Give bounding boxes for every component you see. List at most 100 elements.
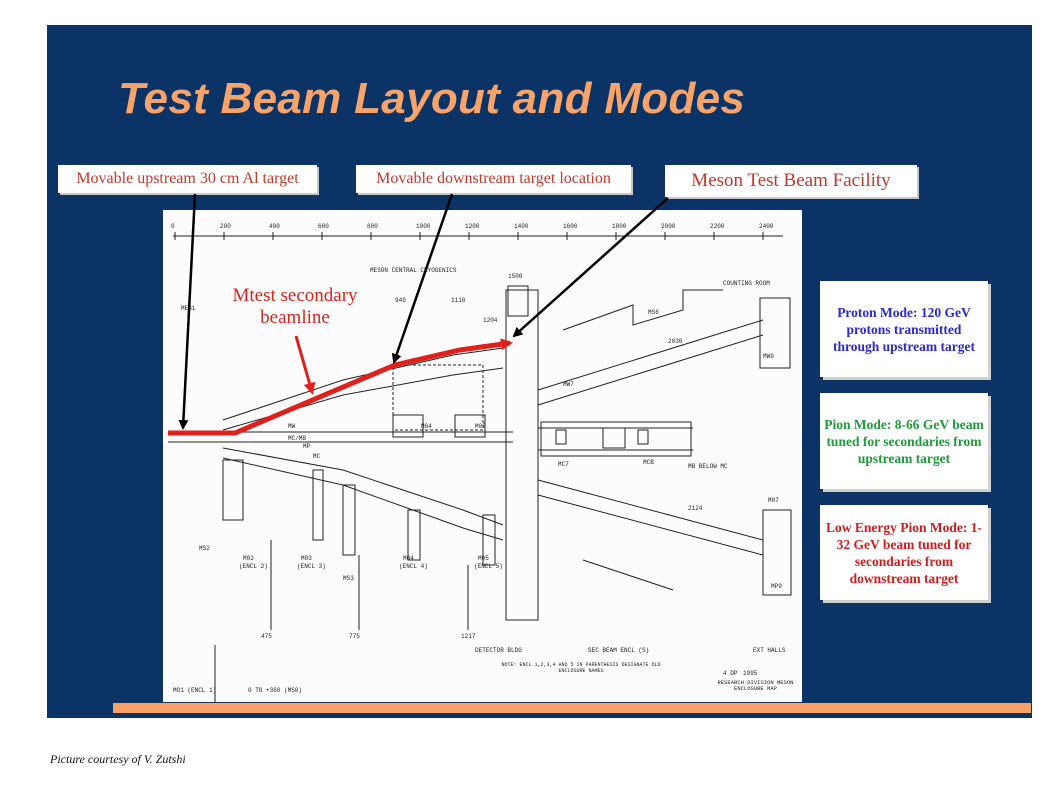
mo1-text: MO1 (ENCL 1) xyxy=(173,687,216,694)
mark-1217: 1217 xyxy=(461,633,476,640)
slide-title: Test Beam Layout and Modes xyxy=(118,74,746,123)
ms6-text: MS6 xyxy=(648,309,659,316)
scale-tick-label: 200 xyxy=(220,223,231,230)
mp9-block xyxy=(762,509,792,596)
mcb-text: MCB xyxy=(643,459,654,466)
upper-branch-wall xyxy=(222,347,504,421)
ms2-stub xyxy=(222,459,244,521)
ms2-text: MS2 xyxy=(199,545,210,552)
detector-building xyxy=(505,289,539,621)
scale-tick-label: 2000 xyxy=(661,223,676,230)
m04-text: M04 xyxy=(403,555,414,562)
scale-tick-label: 1200 xyxy=(465,223,480,230)
label-1110: 1110 xyxy=(451,297,466,304)
m04-box xyxy=(392,414,424,438)
m02-text: M02 xyxy=(243,555,254,562)
mp-text: MP xyxy=(303,443,311,450)
low-energy-pion-mode-box: Low Energy Pion Mode: 1-32 GeV beam tune… xyxy=(820,505,988,600)
ms3-stub xyxy=(342,484,356,556)
scale-tick-label: 600 xyxy=(318,223,329,230)
ms6-structure xyxy=(562,289,723,331)
encl2-text: (ENCL 2) xyxy=(239,563,268,570)
proton-mode-box: Proton Mode: 120 GeV protons transmitted… xyxy=(820,281,988,377)
mc-magnet xyxy=(602,427,626,449)
label-1204: 1204 xyxy=(483,317,498,324)
mark-475: 475 xyxy=(261,633,272,640)
year-text: 1995 xyxy=(743,670,758,677)
label-2124: 2124 xyxy=(688,505,703,512)
mc7-text: MC7 xyxy=(558,461,569,468)
cryo-text: MESON CENTRAL CRYOGENICS xyxy=(370,267,457,274)
m05-stub xyxy=(482,514,496,566)
mw7-text: MW7 xyxy=(563,381,574,388)
m05-box xyxy=(454,414,486,438)
scale-tick-label: 1800 xyxy=(612,223,627,230)
m03-stub xyxy=(312,469,324,541)
downstream-arrow xyxy=(391,193,454,364)
mw9-block xyxy=(759,297,791,369)
label-2030: 2030 xyxy=(668,338,683,345)
upstream-arrow xyxy=(178,193,197,430)
mw9-text: MW9 xyxy=(763,353,774,360)
scale-tick-label: 400 xyxy=(269,223,280,230)
mark-775: 775 xyxy=(349,633,360,640)
sec-beam-text: SEC BEAM ENCL (S) xyxy=(588,647,649,654)
label-1500: 1500 xyxy=(508,273,523,280)
bldg-1500 xyxy=(507,285,529,317)
mcb-magnet xyxy=(637,429,649,445)
facility-arrow xyxy=(512,197,669,338)
scale-tick-label: 2400 xyxy=(759,223,774,230)
accent-bar xyxy=(113,703,1031,713)
m05-box-text: M05 xyxy=(475,423,486,430)
detector-bldg-text: DETECTOR BLDG xyxy=(475,647,522,654)
note-text: NOTE: ENCL 1,2,3,4 AND 5 IN PARENTHESIS … xyxy=(501,662,661,674)
m03-text: M03 xyxy=(301,555,312,562)
scale-tick-label: 1400 xyxy=(514,223,529,230)
scale-tick-label: 0 xyxy=(171,223,175,230)
facility-label: Meson Test Beam Facility xyxy=(665,165,917,197)
dp-text: 4 DP xyxy=(723,670,738,677)
pion-mode-box: Pion Mode: 8-66 GeV beam tuned for secon… xyxy=(820,393,988,489)
scale-tick-label: 2200 xyxy=(710,223,725,230)
encl5-text: (ENCL 5) xyxy=(474,563,503,570)
mcb-enclosure xyxy=(540,421,692,457)
mp9-text: MP9 xyxy=(771,583,782,590)
picture-credit: Picture courtesy of V. Zutshi xyxy=(50,752,186,766)
scale-tick-label: 1000 xyxy=(416,223,431,230)
mc-lower-line xyxy=(582,559,674,591)
enclosure-map-svg: 0 200 400 600 800 1000 1200 1400 1600 1800 2000 220… xyxy=(168,223,794,710)
m04-box-text: M04 xyxy=(421,423,432,430)
encl4-text: (ENCL 4) xyxy=(399,563,428,570)
mb-below-text: MB BELOW MC xyxy=(688,463,728,470)
scale-ticks: 0 200 400 600 800 1000 1200 1400 1600 1800 2000 220… xyxy=(171,223,774,240)
beamline-label: Mtest secondary beamline xyxy=(232,285,358,328)
scale-tick-label: 800 xyxy=(367,223,378,230)
research-text: RESEARCH DIVISION MESON ENCLOSURE MAP xyxy=(717,680,794,692)
research-block: RESEARCH DIVISION MESON ENCLOSURE MAP xyxy=(717,680,794,692)
note-block: NOTE: ENCL 1,2,3,4 AND 5 IN PARENTHESIS … xyxy=(501,662,661,674)
mc7-magnet xyxy=(555,429,567,445)
mc-text: MC xyxy=(313,453,321,460)
m04-stub xyxy=(407,509,421,561)
mp-line-upper xyxy=(537,479,764,541)
mw-text: MW xyxy=(288,423,296,430)
mw-line-lower xyxy=(537,334,764,406)
dashed-area xyxy=(392,364,484,431)
scale-tick-label: 1600 xyxy=(563,223,578,230)
m07-text: M07 xyxy=(768,497,779,504)
downstream-target-label: Movable downstream target location xyxy=(356,165,631,193)
ms0-text: 0 TO +360 (MS0) xyxy=(248,687,302,694)
mp-line-lower xyxy=(537,494,764,556)
counting-room-text: COUNTING ROOM xyxy=(723,280,770,287)
beamline-pointer xyxy=(294,335,316,395)
ms3-text: MS3 xyxy=(343,575,354,582)
m05-text: M05 xyxy=(478,555,489,562)
mw-line-upper xyxy=(537,319,764,391)
ext-halls-text: EXT HALLS xyxy=(753,647,786,654)
encl3-text: (ENCL 3) xyxy=(297,563,326,570)
mcmb-text: MC/MB xyxy=(288,435,306,442)
label-949: 949 xyxy=(395,297,406,304)
beam-path xyxy=(168,338,513,436)
upstream-target-label: Movable upstream 30 cm Al target xyxy=(58,165,317,193)
